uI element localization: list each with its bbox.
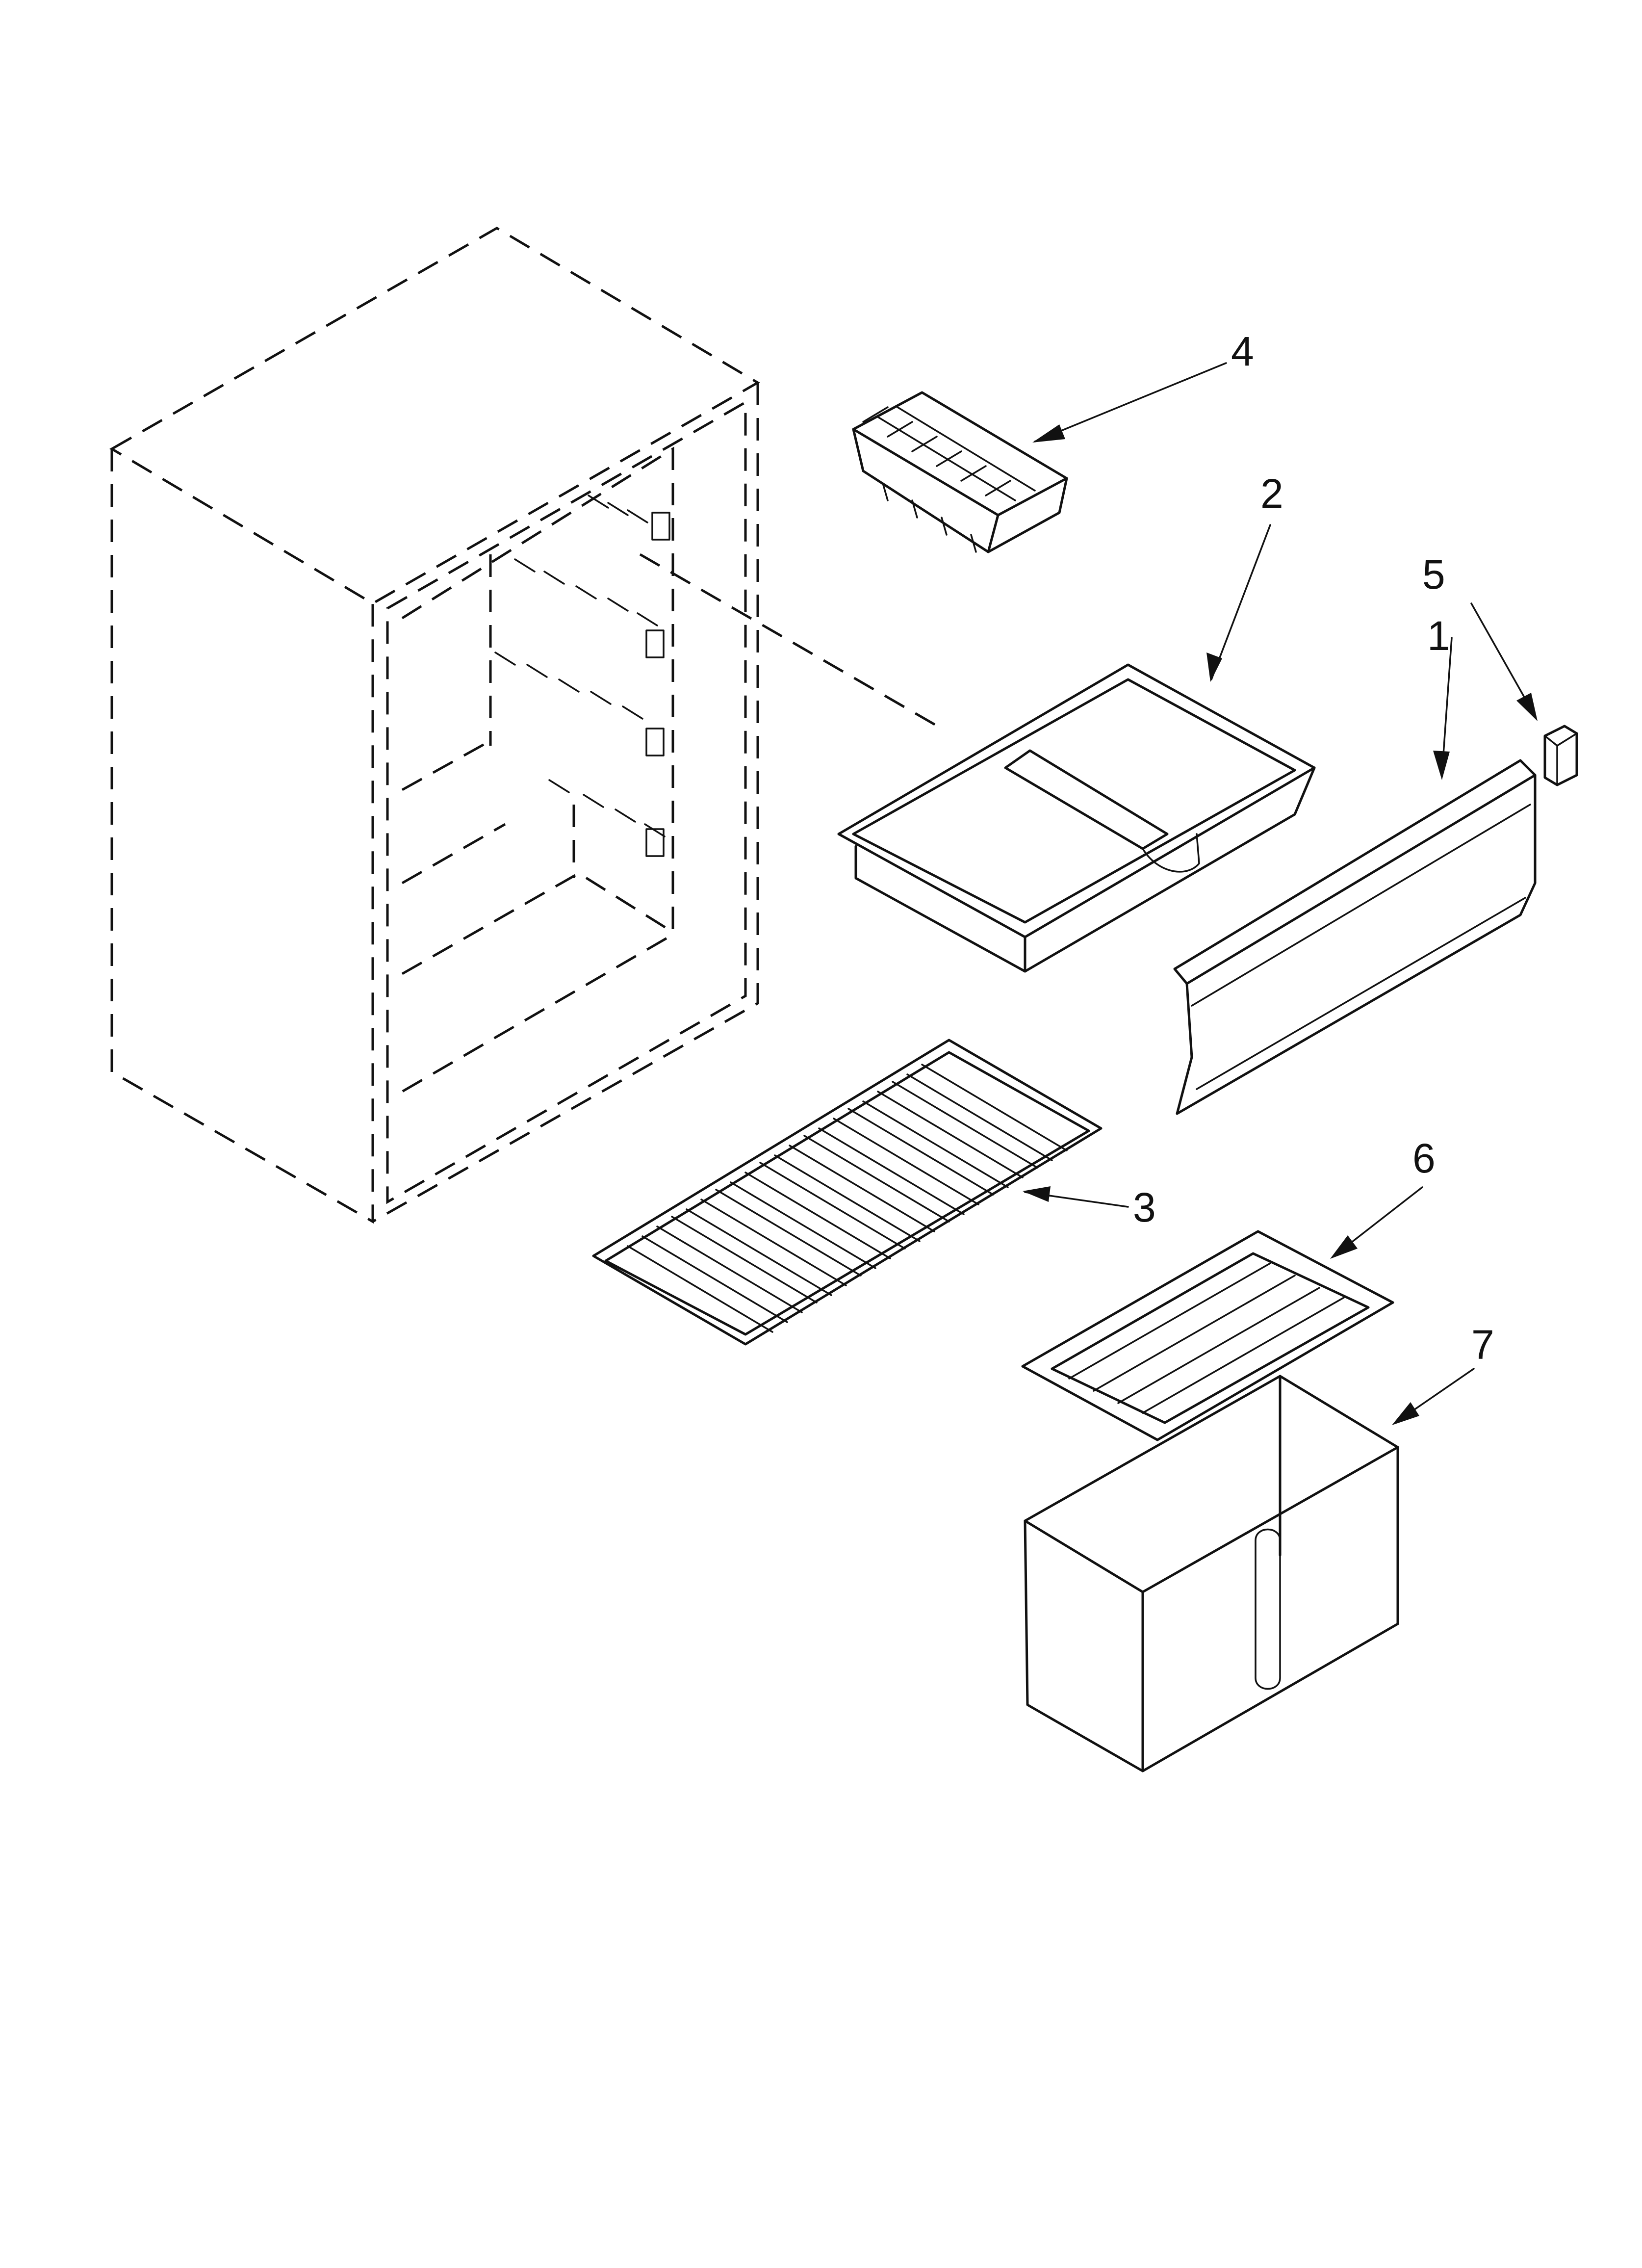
callout-4: 4 [1231, 328, 1254, 374]
storage-bin [1024, 1375, 1399, 1773]
callout-5: 5 [1422, 551, 1445, 598]
callout-7: 7 [1471, 1322, 1494, 1368]
wire-shelf [592, 1039, 1103, 1346]
callout-2: 2 [1260, 470, 1283, 517]
ice-cube-tray [852, 391, 1068, 553]
callout-6: 6 [1412, 1135, 1436, 1181]
callout-3: 3 [1133, 1184, 1156, 1230]
rail-clip [1543, 725, 1578, 786]
callout-leaders [1023, 362, 1538, 1425]
callout-1: 1 [1427, 613, 1450, 659]
freezer-cabinet-outline [109, 227, 943, 1224]
shelf-front-rail [1173, 759, 1537, 1115]
bin-lid [1021, 1230, 1394, 1441]
storage-tray [837, 663, 1316, 973]
callout-labels: 1 2 3 4 5 6 7 [1133, 328, 1494, 1368]
